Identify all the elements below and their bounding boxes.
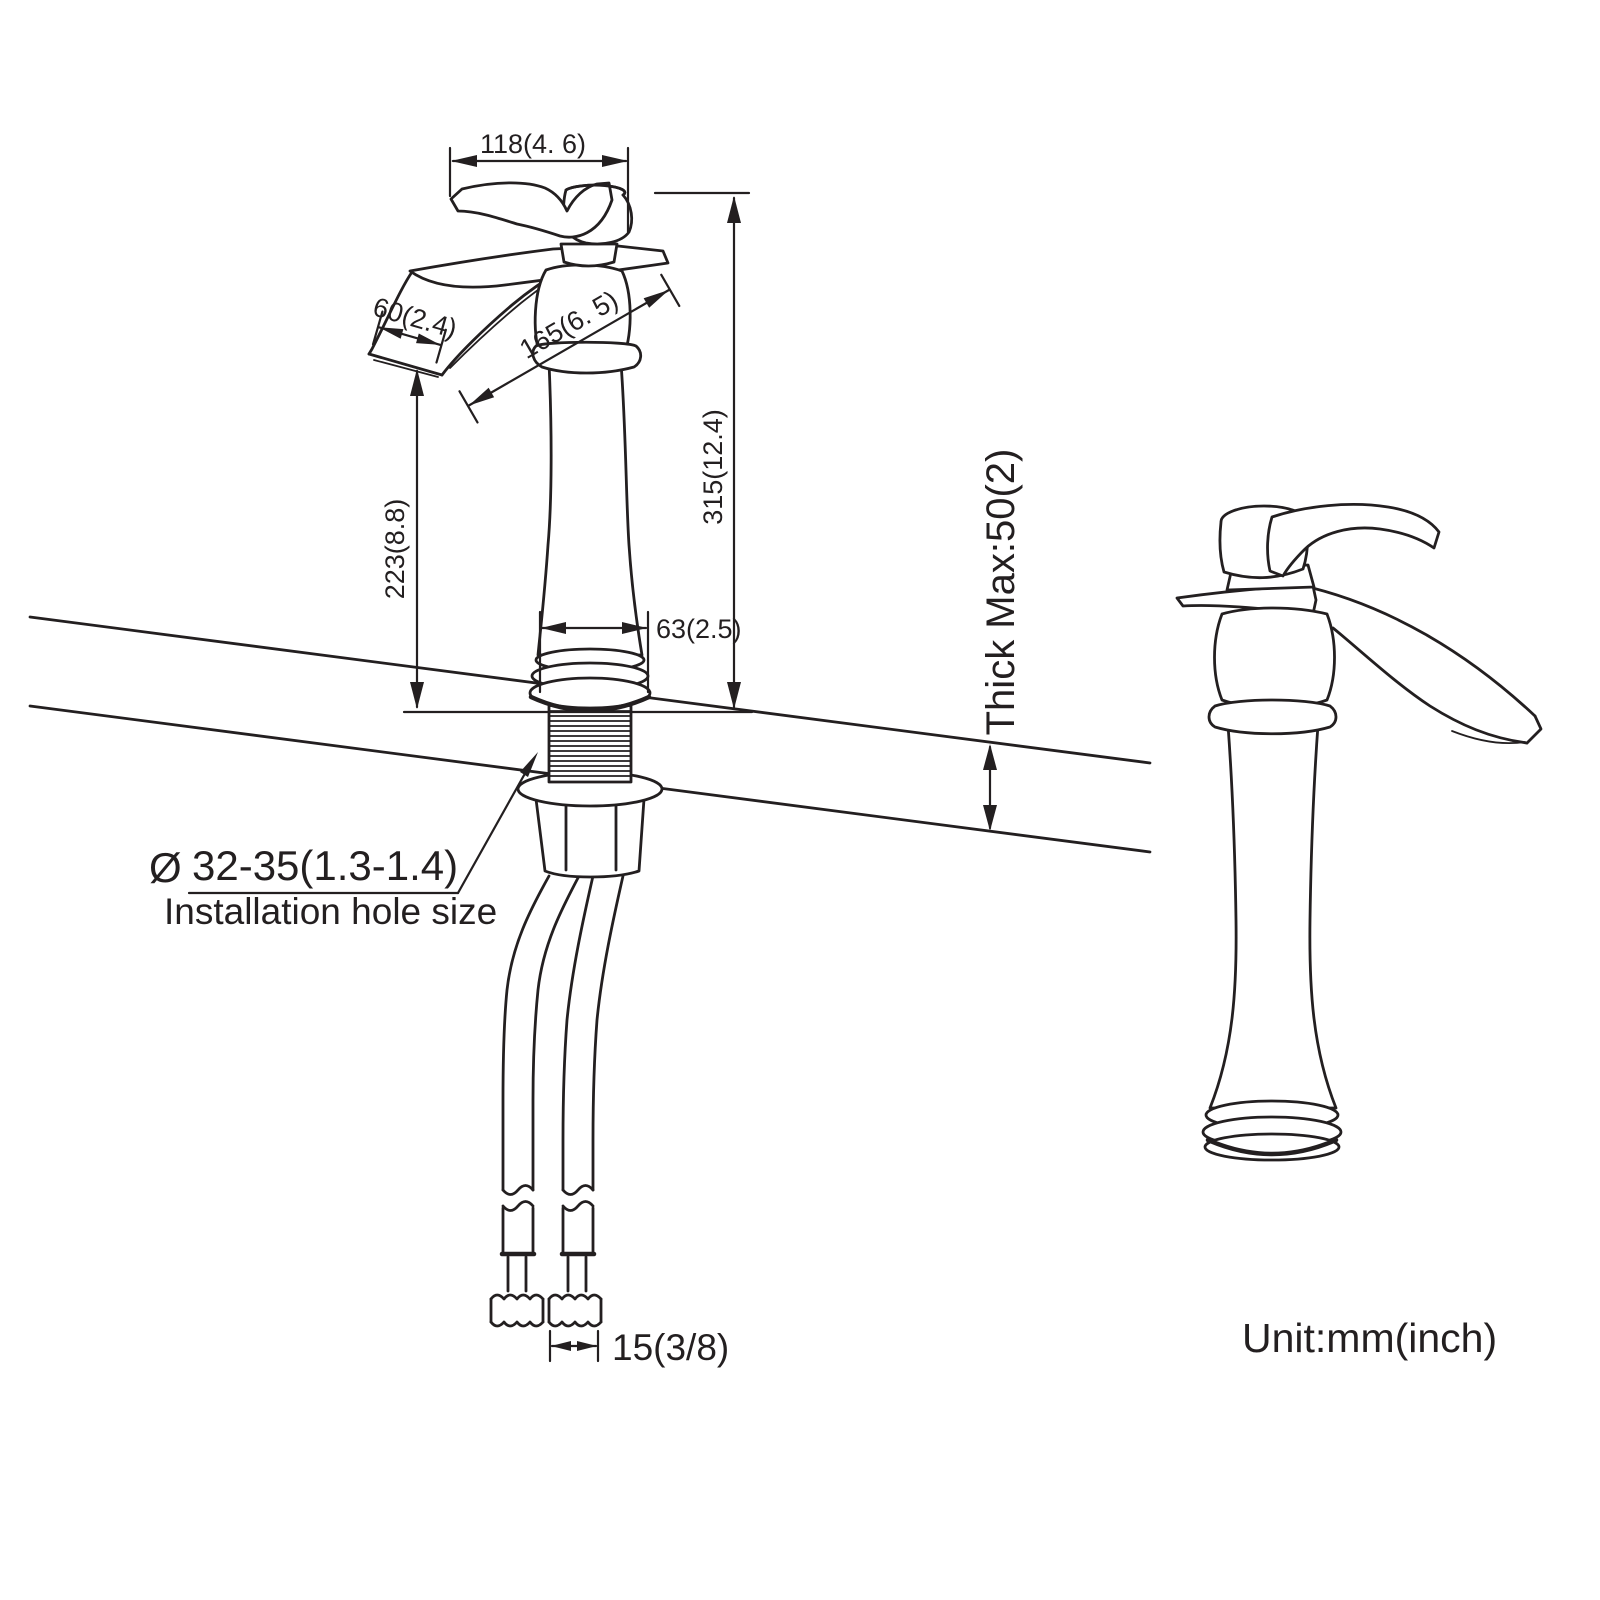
dimension-deck-thickness: Thick Max:50(2) — [979, 449, 1023, 831]
mounting-hardware — [516, 696, 664, 879]
side-bulb-body — [1213, 606, 1336, 709]
dimension-base-diameter: 63(2.5) — [538, 610, 742, 694]
diameter-symbol-icon: Ø — [149, 844, 182, 891]
dim-overall-height-label: 315(12.4) — [698, 409, 728, 525]
cap-collar — [559, 242, 619, 268]
dimension-hose-thread: 15(3/8) — [548, 1327, 729, 1368]
installation-hole-size-value: 32-35(1.3-1.4) — [192, 842, 458, 889]
supply-hoses — [489, 874, 625, 1328]
side-collar-ring — [1207, 698, 1338, 736]
side-waterfall-spout — [1298, 583, 1543, 745]
collar-ring — [531, 340, 643, 375]
dim-deck-thickness-label: Thick Max:50(2) — [979, 449, 1023, 736]
side-base — [1201, 1099, 1343, 1162]
dim-base-diameter-label: 63(2.5) — [656, 614, 742, 644]
dimension-handle-width: 118(4. 6) — [448, 129, 630, 234]
dimension-spout-height: 223(8.8) — [380, 369, 424, 709]
faucet-side-view — [1175, 503, 1543, 1162]
side-column — [1208, 723, 1338, 1110]
installation-hole-callout: Ø 32-35(1.3-1.4) Installation hole size — [149, 752, 538, 932]
dim-hose-thread-label: 15(3/8) — [612, 1327, 729, 1368]
hose-connector-left — [489, 1293, 545, 1328]
dimension-overall-height: 315(12.4) — [402, 191, 754, 714]
hose-connector-right — [547, 1293, 603, 1328]
faucet-front-view — [367, 181, 670, 1328]
dim-spout-height-label: 223(8.8) — [380, 499, 410, 600]
faucet-base — [528, 647, 652, 713]
handle-lever — [449, 181, 614, 239]
dim-handle-width-label: 118(4. 6) — [480, 129, 586, 159]
installation-hole-size-label: Installation hole size — [164, 891, 497, 932]
unit-note: Unit:mm(inch) — [1242, 1315, 1497, 1361]
faucet-column — [536, 361, 644, 657]
side-handle-lever — [1266, 503, 1441, 578]
deck-plate — [408, 244, 670, 289]
